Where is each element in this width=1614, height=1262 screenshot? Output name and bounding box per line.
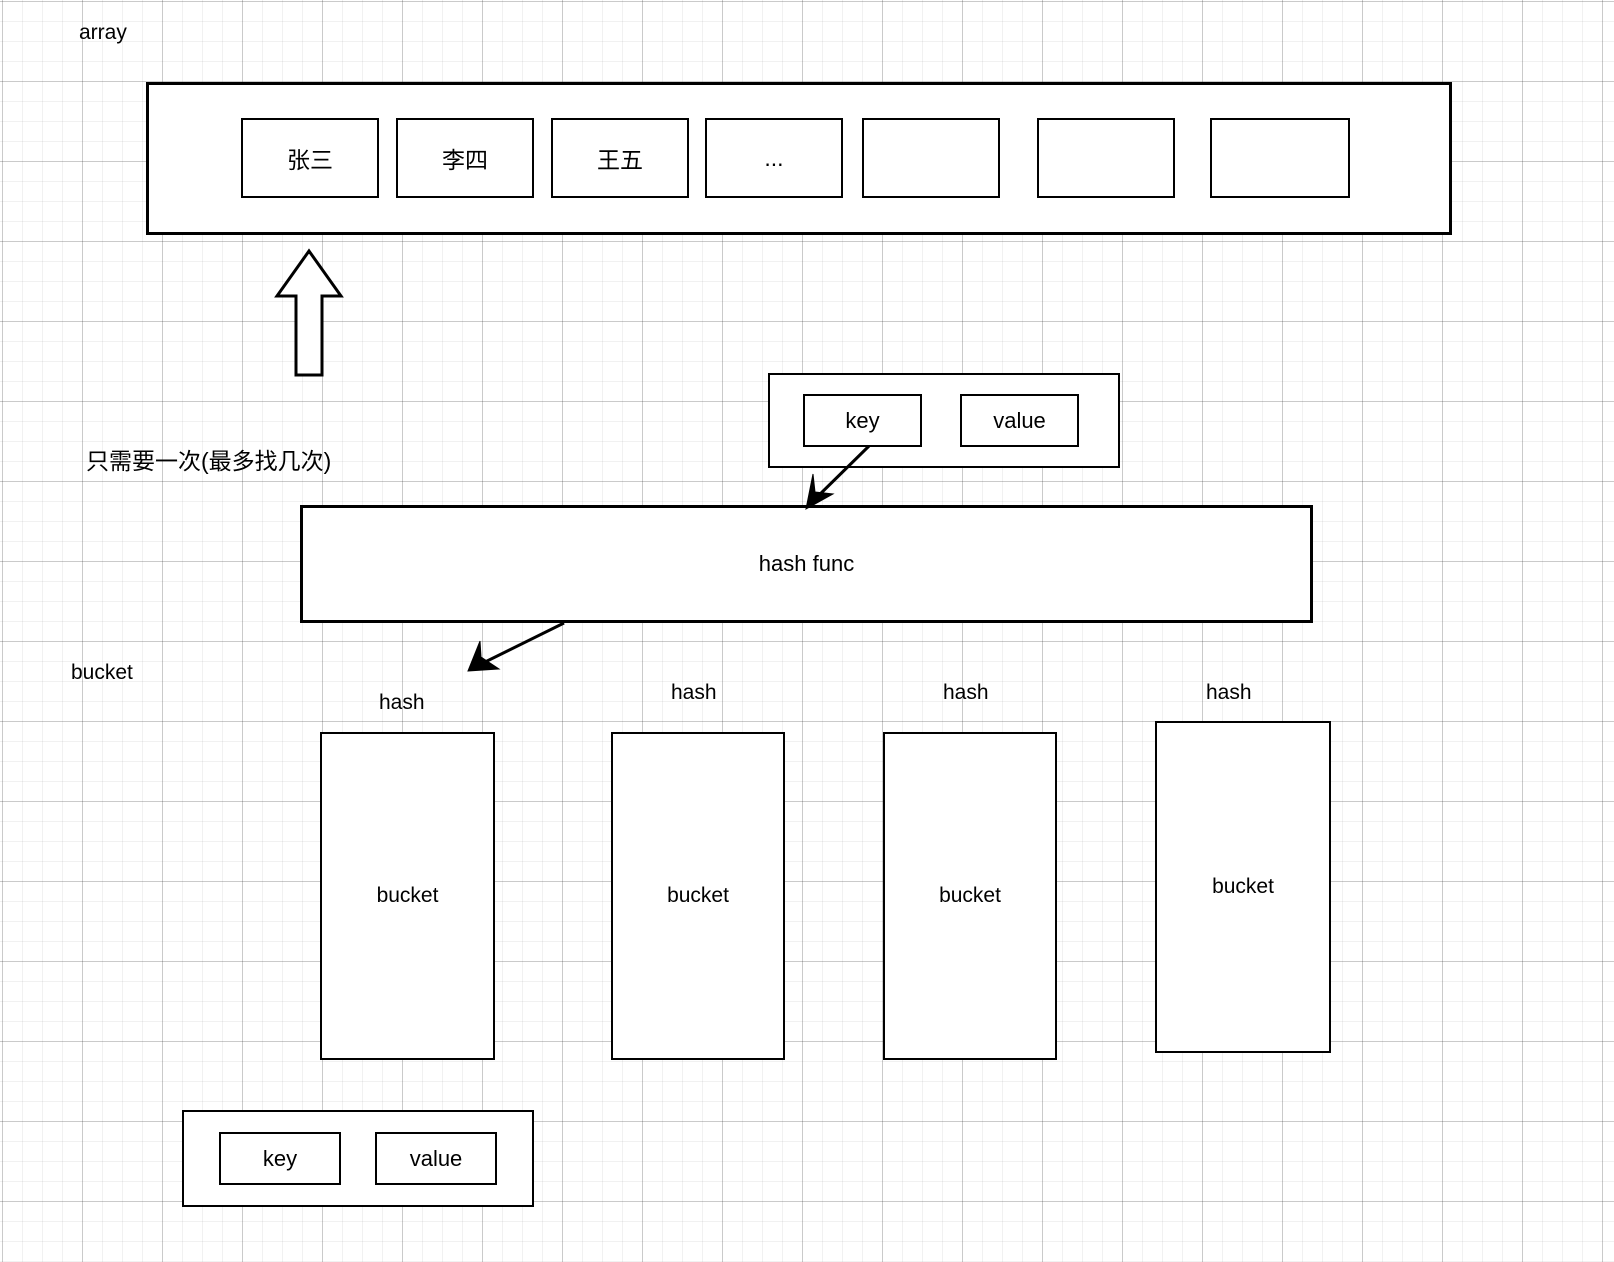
array-cell-5[interactable] bbox=[1037, 118, 1175, 198]
bucket-hash-label-0: hash bbox=[379, 691, 425, 714]
array-cell-0[interactable]: 张三 bbox=[241, 118, 379, 198]
bottom-entry-value[interactable]: value bbox=[375, 1132, 497, 1185]
bucket-box-3[interactable]: bucket bbox=[1155, 721, 1331, 1053]
bucket-hash-label-3: hash bbox=[1206, 681, 1252, 704]
bucket-box-0[interactable]: bucket bbox=[320, 732, 495, 1060]
key-to-hashfunc-arrowhead-icon bbox=[805, 473, 835, 510]
lookup-note-label: 只需要一次(最多找几次) bbox=[86, 448, 332, 474]
bottom-entry-key[interactable]: key bbox=[219, 1132, 341, 1185]
bucket-box-2[interactable]: bucket bbox=[883, 732, 1057, 1060]
array-cell-3[interactable]: ... bbox=[705, 118, 843, 198]
bucket-hash-label-1: hash bbox=[671, 681, 717, 704]
bucket-box-1[interactable]: bucket bbox=[611, 732, 785, 1060]
array-cell-2[interactable]: 王五 bbox=[551, 118, 689, 198]
top-entry-value[interactable]: value bbox=[960, 394, 1079, 447]
bucket-hash-label-2: hash bbox=[943, 681, 989, 704]
array-label: array bbox=[79, 21, 127, 44]
hashfunc-to-bucket-arrowhead-icon bbox=[467, 640, 501, 672]
array-up-arrow-icon bbox=[274, 248, 344, 377]
array-cell-1[interactable]: 李四 bbox=[396, 118, 534, 198]
top-entry-key[interactable]: key bbox=[803, 394, 922, 447]
hash-func-box[interactable] bbox=[300, 505, 1313, 623]
bucket-section-label: bucket bbox=[71, 661, 133, 684]
array-cell-6[interactable] bbox=[1210, 118, 1350, 198]
array-cell-4[interactable] bbox=[862, 118, 1000, 198]
hash-func-label: hash func bbox=[758, 551, 855, 576]
hashfunc-to-bucket-arrow-line bbox=[476, 621, 565, 668]
